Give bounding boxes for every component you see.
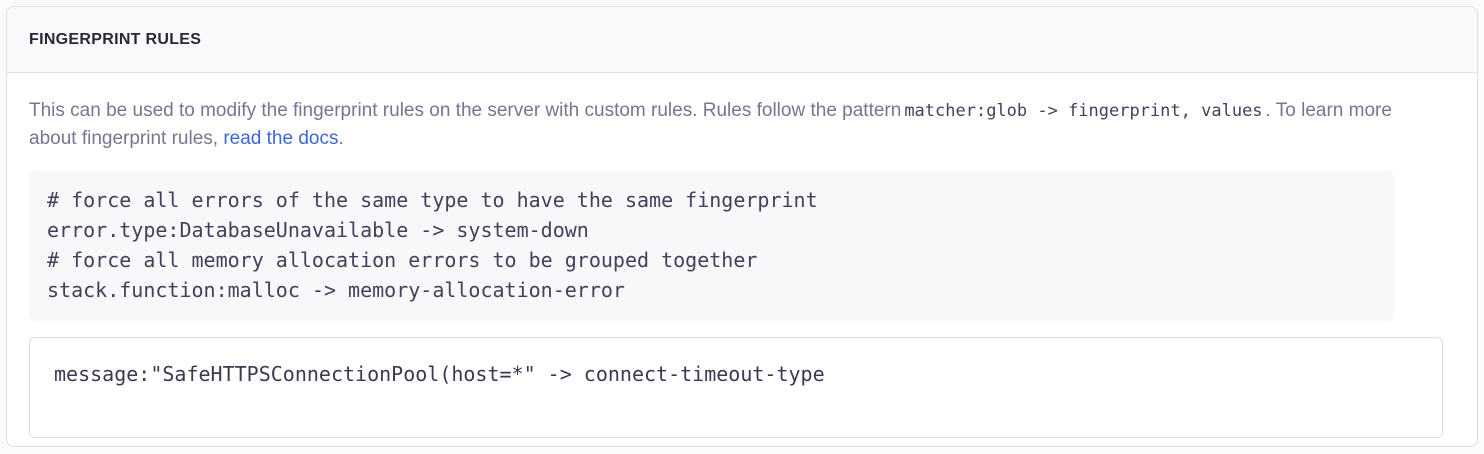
- description-text-before-code: This can be used to modify the fingerpri…: [29, 100, 902, 121]
- read-the-docs-link[interactable]: read the docs: [223, 128, 339, 149]
- code-line: error.type:DatabaseUnavailable -> system…: [47, 218, 589, 242]
- description-text-after-code: . To learn more about fingerprint rules,: [29, 100, 1392, 149]
- description-text-after-link: .: [338, 128, 344, 149]
- panel-description: This can be used to modify the fingerpri…: [29, 97, 1394, 153]
- code-line: # force all errors of the same type to h…: [47, 188, 818, 212]
- code-line: stack.function:malloc -> memory-allocati…: [47, 278, 625, 302]
- panel-header: FINGERPRINT RULES: [7, 7, 1477, 73]
- inline-code-pattern: matcher:glob -> fingerprint, values: [904, 101, 1263, 121]
- code-line: # force all memory allocation errors to …: [47, 248, 758, 272]
- example-code-block: # force all errors of the same type to h…: [29, 171, 1394, 321]
- panel-body: This can be used to modify the fingerpri…: [7, 73, 1477, 438]
- page-title: FINGERPRINT RULES: [29, 30, 202, 48]
- fingerprint-rules-panel: FINGERPRINT RULES This can be used to mo…: [6, 6, 1478, 447]
- fingerprint-rules-input[interactable]: [29, 337, 1443, 438]
